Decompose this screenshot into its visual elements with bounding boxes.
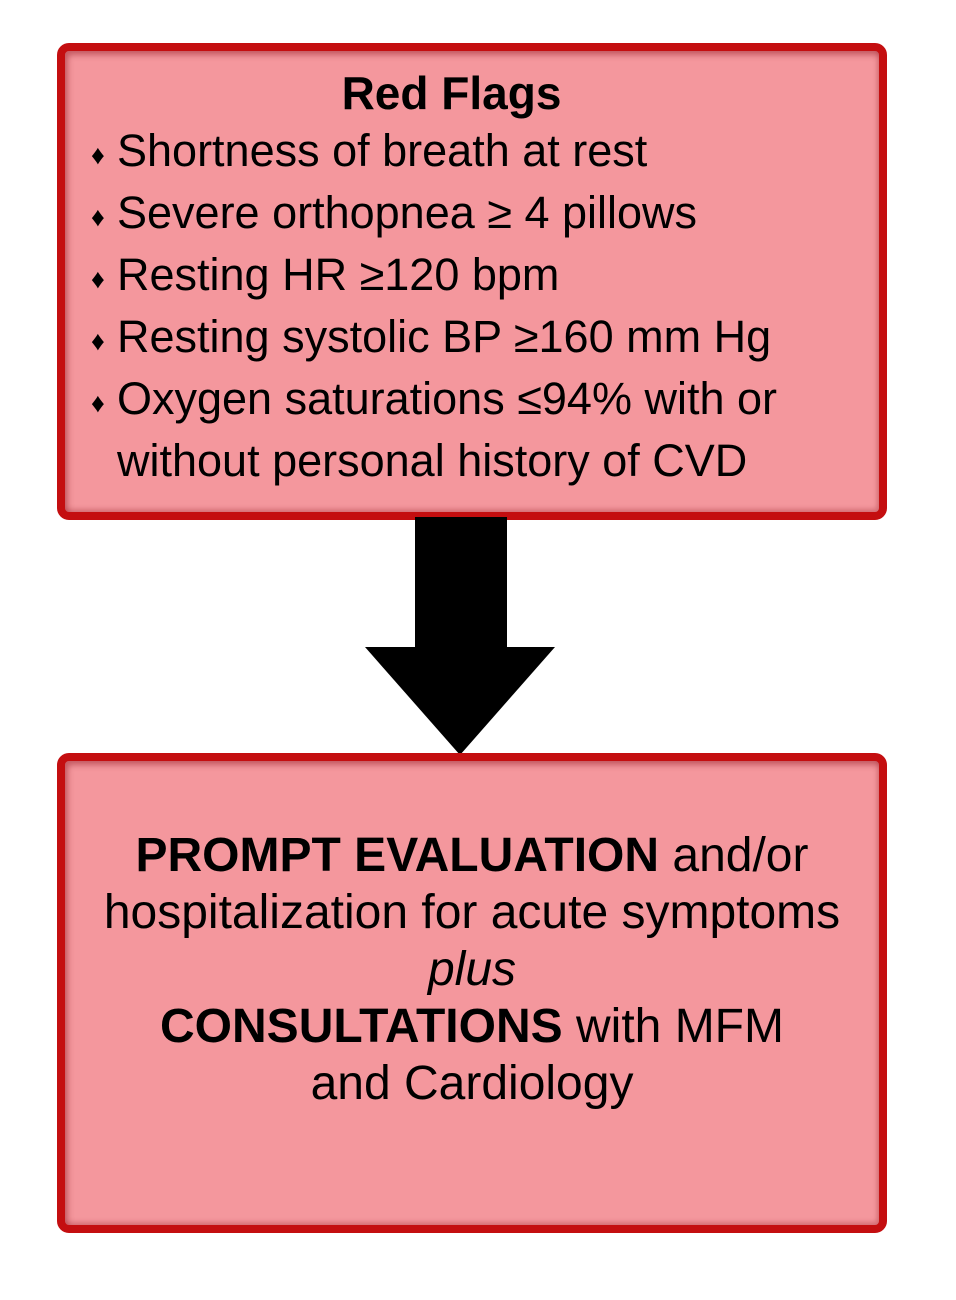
red-flag-item: ♦Severe orthopnea ≥ 4 pillows <box>91 184 867 246</box>
red-flag-item: ♦Oxygen saturations ≤94% with or without… <box>91 373 778 486</box>
diamond-bullet-icon: ♦ <box>91 202 105 232</box>
action-text-segment: and Cardiology <box>310 1057 634 1110</box>
red-flags-box: Red Flags ♦Shortness of breath at rest♦S… <box>57 43 887 520</box>
red-flags-title: Red Flags <box>341 67 562 119</box>
diamond-bullet-icon: ♦ <box>91 326 105 356</box>
down-arrow-head <box>365 647 555 755</box>
action-text-segment: with MFM <box>562 1000 784 1053</box>
action-text-segment: CONSULTATIONS <box>160 1000 563 1053</box>
diamond-bullet-icon: ♦ <box>91 388 105 418</box>
action-text-segment: and/or <box>659 829 809 882</box>
red-flag-item: ♦Resting HR ≥120 bpm <box>91 246 867 308</box>
red-flag-item: ♦Shortness of breath at rest <box>91 122 867 184</box>
action-text-segment: hospitalization for acute symptoms <box>103 886 841 939</box>
action-text-line: and Cardiology <box>75 1055 869 1112</box>
diamond-bullet-icon: ♦ <box>91 140 105 170</box>
red-flag-item: ♦Resting systolic BP ≥160 mm Hg <box>91 308 867 370</box>
action-text-segment: PROMPT EVALUATION <box>135 829 660 882</box>
action-text-line: hospitalization for acute symptoms <box>75 884 869 941</box>
action-text-line: PROMPT EVALUATION and/or <box>75 827 869 884</box>
action-text-line: plus <box>75 941 869 998</box>
diamond-bullet-icon: ♦ <box>91 264 105 294</box>
action-text-segment: plus <box>427 943 517 996</box>
action-text-line: CONSULTATIONS with MFM <box>75 998 869 1055</box>
down-arrow-shaft <box>415 517 507 648</box>
red-flags-list: ♦Shortness of breath at rest♦Severe orth… <box>91 122 867 489</box>
